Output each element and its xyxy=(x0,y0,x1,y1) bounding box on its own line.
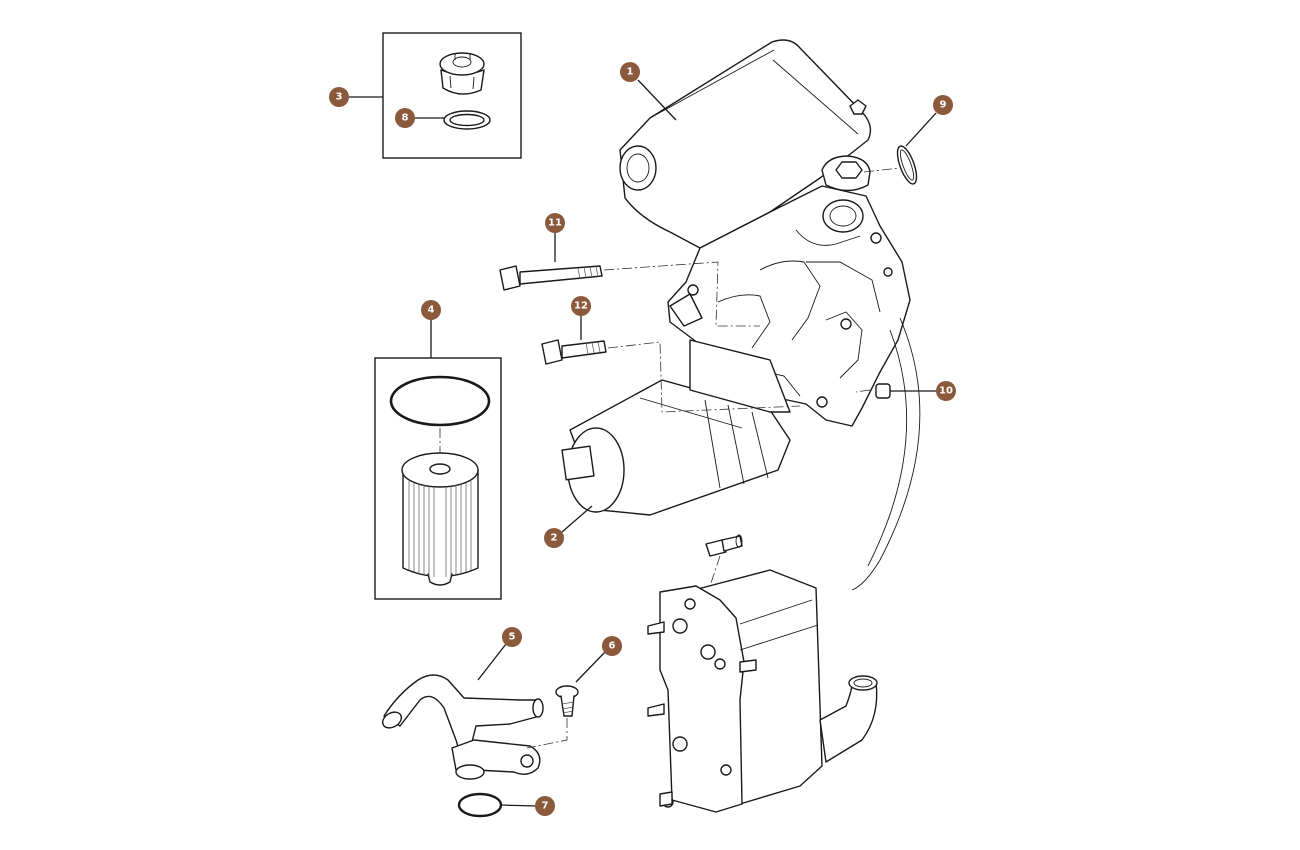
o-ring-seal xyxy=(896,145,918,185)
callout-2: 2 xyxy=(544,528,564,548)
callout-7-label: 7 xyxy=(542,801,549,812)
callout-12: 12 xyxy=(571,296,591,316)
oil-filter-element xyxy=(401,452,479,586)
callout-4-label: 4 xyxy=(428,305,435,316)
callout-2-label: 2 xyxy=(551,533,558,544)
callout-5: 5 xyxy=(502,627,522,647)
inset-frame-cap xyxy=(382,32,522,159)
filter-o-ring xyxy=(389,375,491,427)
pipe-o-ring xyxy=(457,792,503,818)
callout-11-label: 11 xyxy=(548,218,562,229)
callout-6: 6 xyxy=(602,636,622,656)
callout-1-label: 1 xyxy=(627,67,634,78)
inset-frame-filter xyxy=(374,357,502,600)
oil-filler-cap xyxy=(439,52,485,95)
callout-8-label: 8 xyxy=(402,113,409,124)
callout-5-label: 5 xyxy=(509,632,516,643)
bolt-long xyxy=(499,265,603,291)
callout-11: 11 xyxy=(545,213,565,233)
callout-10: 10 xyxy=(936,381,956,401)
callout-6-label: 6 xyxy=(609,641,616,652)
bolt-short xyxy=(541,339,607,365)
leader-lines xyxy=(348,79,938,807)
callout-9-label: 9 xyxy=(940,100,947,111)
callout-7: 7 xyxy=(535,796,555,816)
pipe-bolt xyxy=(555,685,579,717)
callout-3: 3 xyxy=(329,87,349,107)
callout-9: 9 xyxy=(933,95,953,115)
callout-1: 1 xyxy=(620,62,640,82)
callout-12-label: 12 xyxy=(574,301,588,312)
coolant-pipe xyxy=(381,674,544,780)
callout-4: 4 xyxy=(421,300,441,320)
spacer-sleeve xyxy=(875,383,891,399)
callout-10-label: 10 xyxy=(939,386,953,397)
callout-8: 8 xyxy=(395,108,415,128)
oil-cooler xyxy=(647,569,878,813)
cooler-bolt xyxy=(705,534,743,557)
oil-filter-canister-cap xyxy=(561,339,791,516)
cap-seal-ring xyxy=(443,110,491,130)
callout-3-label: 3 xyxy=(336,92,343,103)
